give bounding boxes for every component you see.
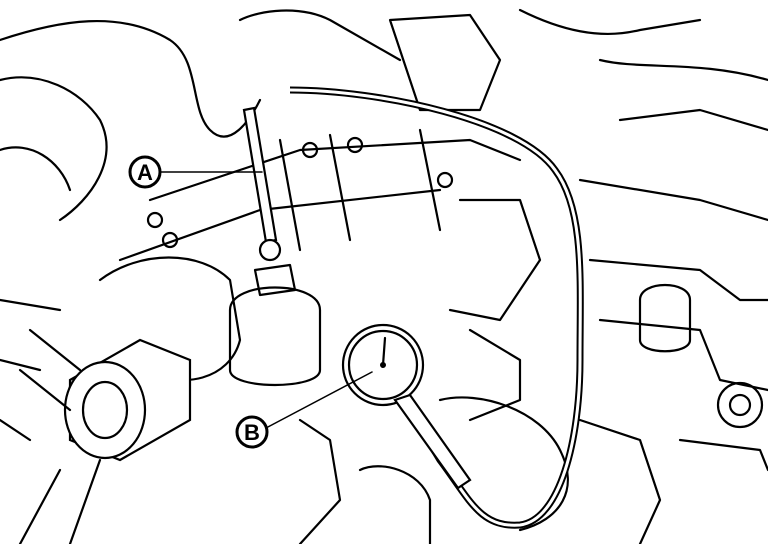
callout-a-label: A [137,160,153,185]
callout-b-circle [235,415,269,449]
compression-gauge [341,323,472,490]
callout-b-leader [265,371,373,429]
tester-hose [289,86,584,529]
callout-b-label: B [244,420,260,445]
adapter-rod [242,106,297,297]
callout-a-circle [128,155,162,189]
engine-outlines [0,8,768,544]
pulley [18,328,192,544]
